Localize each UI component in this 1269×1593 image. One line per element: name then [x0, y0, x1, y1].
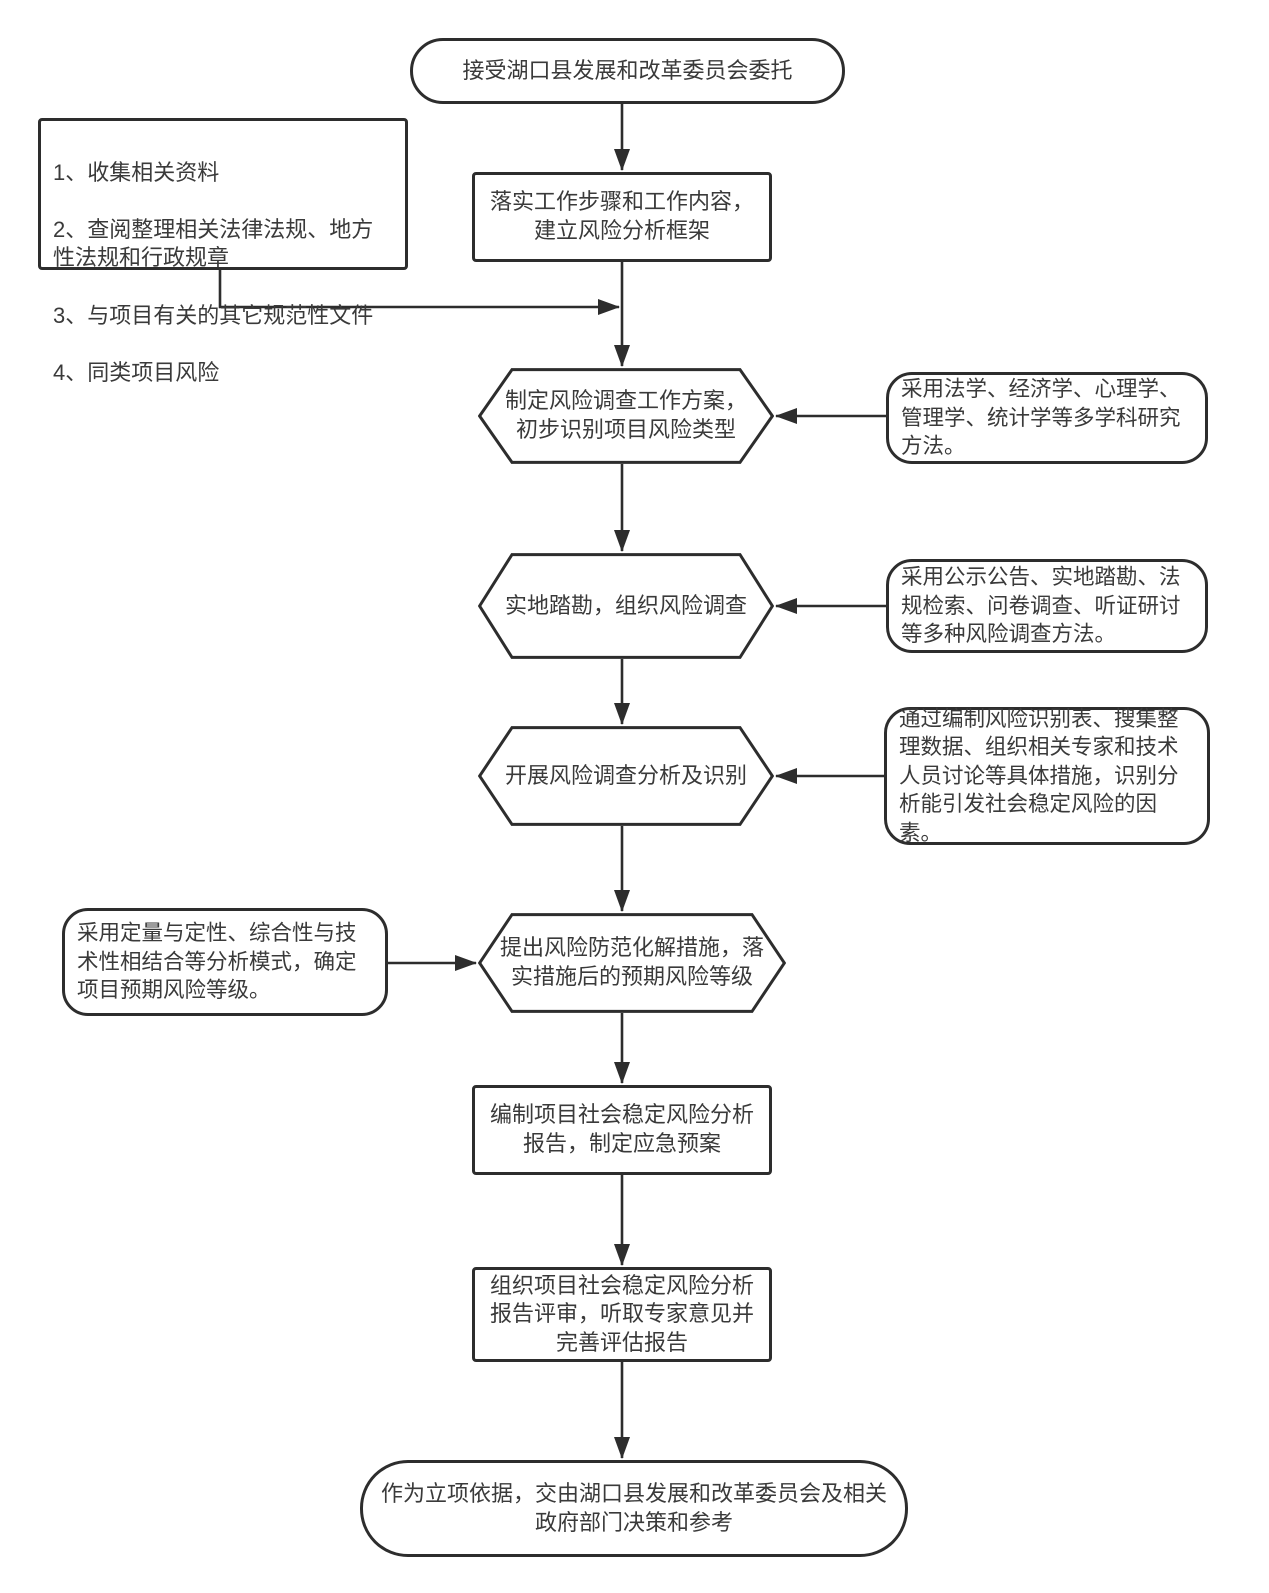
- node-analysis: 开展风险调查分析及识别: [478, 726, 774, 826]
- materials-item-3: 3、与项目有关的其它规范性文件: [53, 302, 374, 328]
- node-survey-label: 实地踏勘，组织风险调查: [504, 592, 747, 618]
- node-plan: 制定风险调查工作方案， 初步识别项目风险类型: [478, 368, 774, 464]
- node-note-model: 采用定量与定性、综合性与技术性相结合等分析模式，确定项目预期风险等级。: [62, 908, 388, 1016]
- hexagon-shape: [478, 913, 786, 1013]
- node-survey: 实地踏勘，组织风险调查: [478, 553, 774, 659]
- node-note-methods: 采用法学、经济学、心理学、管理学、统计学等多学科研究方法。: [886, 372, 1208, 464]
- node-start-label: 接受湖口县发展和改革委员会委托: [462, 57, 793, 83]
- node-note-survey: 采用公示公告、实地踏勘、法规检索、问卷调查、听证研讨等多种风险调查方法。: [886, 559, 1208, 653]
- materials-item-1: 1、收集相关资料: [53, 159, 220, 185]
- node-note-identify: 通过编制风险识别表、搜集整理数据、组织相关专家和技术人员讨论等具体措施，识别分析…: [884, 707, 1210, 845]
- note-survey-label: 采用公示公告、实地踏勘、法规检索、问卷调查、听证研讨等多种风险调查方法。: [901, 565, 1181, 647]
- node-end: 作为立项依据，交由湖口县发展和改革委员会及相关 政府部门决策和参考: [360, 1460, 908, 1557]
- node-review: 组织项目社会稳定风险分析 报告评审，听取专家意见并 完善评估报告: [472, 1267, 772, 1362]
- node-materials-text: 1、收集相关资料 2、查阅整理相关法律法规、地方性法规和行政规章 3、与项目有关…: [53, 130, 393, 416]
- node-end-label: 作为立项依据，交由湖口县发展和改革委员会及相关 政府部门决策和参考: [380, 1480, 887, 1535]
- node-plan-label: 制定风险调查工作方案， 初步识别项目风险类型: [504, 388, 747, 442]
- node-framework: 落实工作步骤和工作内容， 建立风险分析框架: [472, 172, 772, 262]
- hexagon-shape: [478, 726, 774, 826]
- node-measures: 提出风险防范化解措施，落 实措施后的预期风险等级: [478, 913, 786, 1013]
- node-materials-list: 1、收集相关资料 2、查阅整理相关法律法规、地方性法规和行政规章 3、与项目有关…: [38, 118, 408, 385]
- node-analysis-label: 开展风险调查分析及识别: [504, 762, 747, 788]
- note-identify-label: 通过编制风险识别表、搜集整理数据、组织相关专家和技术人员讨论等具体措施，识别分析…: [899, 706, 1179, 845]
- node-report: 编制项目社会稳定风险分析 报告，制定应急预案: [472, 1085, 772, 1175]
- hexagon-shape: [478, 553, 774, 659]
- note-methods-label: 采用法学、经济学、心理学、管理学、统计学等多学科研究方法。: [901, 377, 1181, 459]
- node-measures-label: 提出风险防范化解措施，落 实措施后的预期风险等级: [499, 935, 764, 989]
- node-framework-label: 落实工作步骤和工作内容， 建立风险分析框架: [489, 189, 754, 243]
- note-model-label: 采用定量与定性、综合性与技术性相结合等分析模式，确定项目预期风险等级。: [77, 921, 357, 1003]
- materials-item-2: 2、查阅整理相关法律法规、地方性法规和行政规章: [53, 216, 374, 271]
- node-review-label: 组织项目社会稳定风险分析 报告评审，听取专家意见并 完善评估报告: [489, 1272, 754, 1355]
- materials-item-4: 4、同类项目风险: [53, 359, 220, 385]
- arrow-materials-to-mainline: [218, 270, 620, 315]
- hexagon-shape: [478, 368, 774, 464]
- node-report-label: 编制项目社会稳定风险分析 报告，制定应急预案: [489, 1102, 754, 1156]
- node-start: 接受湖口县发展和改革委员会委托: [410, 38, 845, 104]
